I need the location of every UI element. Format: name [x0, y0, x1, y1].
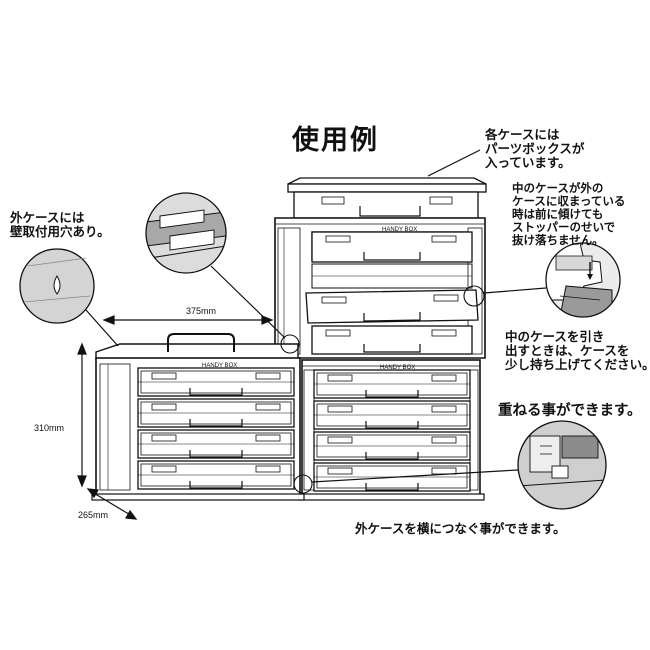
page-title: 使用例: [292, 125, 379, 156]
stopper-detail-circle: [545, 242, 621, 318]
dimension-depth-label: 265mm: [78, 510, 109, 520]
latch-detail-circle: [145, 192, 227, 274]
callout-wall-mount: 外ケースには 壁取付用穴あり。: [10, 210, 110, 239]
leader-lines: [85, 149, 547, 483]
latch-marker: [280, 334, 300, 354]
dimension-width-label: 375mm: [186, 306, 217, 316]
stopper-marker: [463, 285, 485, 307]
callout-stackable: 重ねる事ができます。: [498, 403, 642, 419]
brand-label-upper: HANDY BOX: [382, 227, 417, 233]
callout-top-case: 各ケースには パーツボックスが 入っています。: [485, 127, 585, 170]
dimension-height-label: 310mm: [34, 423, 65, 433]
top-parts-case: [287, 177, 487, 219]
right-upper-cabinet: [274, 217, 486, 359]
side-join-detail-circle: [517, 420, 607, 510]
wall-hole-detail-circle: [19, 248, 95, 324]
right-lower-cabinet: [297, 359, 485, 501]
brand-label-left: HANDY BOX: [202, 363, 237, 369]
brand-label-right: HANDY BOX: [380, 365, 415, 371]
callout-stopper: 中のケースが外の ケースに収まっている 時は前に傾けても ストッパーのせいで 抜…: [512, 181, 626, 247]
callout-pull-out: 中のケースを引き 出すときは、ケースを 少し持ち上げてください。: [505, 329, 650, 372]
callout-side-join: 外ケースを横につなぐ事ができます。: [355, 521, 566, 536]
join-marker: [293, 474, 313, 494]
left-cabinet: [91, 333, 305, 501]
